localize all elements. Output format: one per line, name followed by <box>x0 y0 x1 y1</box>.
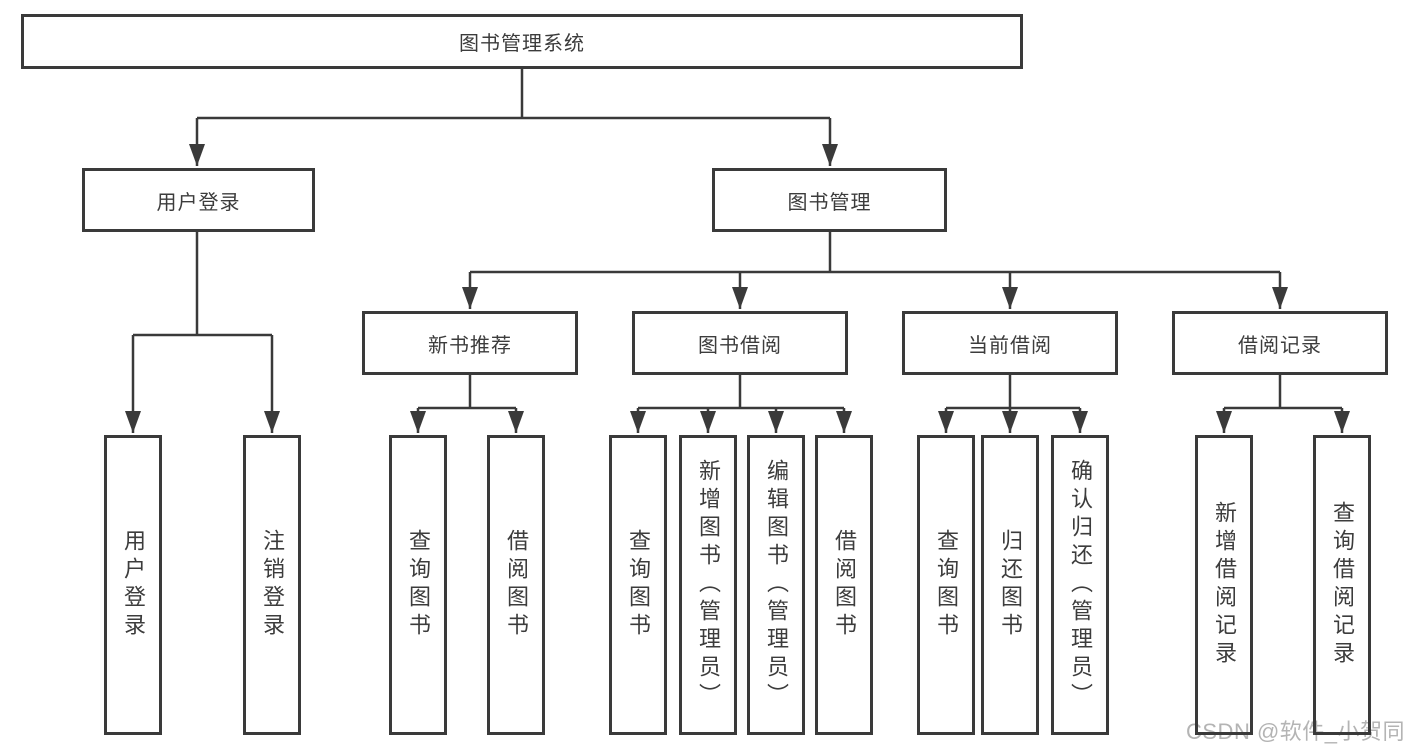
node-label: 查询图书 <box>626 529 651 641</box>
node-label: 查询图书 <box>406 529 431 641</box>
leaf-borrow-books: 借阅图书 <box>815 435 873 735</box>
node-new-book-recommend: 新书推荐 <box>362 311 578 375</box>
node-label: 新书推荐 <box>428 334 512 357</box>
node-label: 新增图书（管理员） <box>696 459 721 711</box>
leaf-query-borrow-record: 查询借阅记录 <box>1313 435 1371 735</box>
leaf-query-books-recommend: 查询图书 <box>389 435 447 735</box>
leaf-edit-books-admin: 编辑图书（管理员） <box>747 435 805 735</box>
node-book-borrowing: 图书借阅 <box>632 311 848 375</box>
csdn-watermark: CSDN @软件_小贺同学 <box>1186 719 1405 744</box>
leaf-user-login: 用户登录 <box>104 435 162 735</box>
node-label: 用户登录 <box>156 191 241 214</box>
node-label: 查询图书 <box>934 529 959 641</box>
node-book-management: 图书管理 <box>712 168 947 232</box>
node-label: 用户登录 <box>121 529 146 641</box>
leaf-add-books-admin: 新增图书（管理员） <box>679 435 737 735</box>
node-current-borrowing: 当前借阅 <box>902 311 1118 375</box>
leaf-query-books-borrow: 查询图书 <box>609 435 667 735</box>
leaf-borrow-books-recommend: 借阅图书 <box>487 435 545 735</box>
node-label: 借阅记录 <box>1238 334 1322 357</box>
node-label: 新增借阅记录 <box>1212 501 1237 669</box>
node-label: 借阅图书 <box>504 529 529 641</box>
node-user-login: 用户登录 <box>82 168 315 232</box>
node-label: 编辑图书（管理员） <box>764 459 789 711</box>
node-label: 当前借阅 <box>968 334 1052 357</box>
leaf-query-books-current: 查询图书 <box>917 435 975 735</box>
node-label: 归还图书 <box>998 529 1023 641</box>
node-label: 注销登录 <box>260 529 285 641</box>
node-label: 确认归还（管理员） <box>1068 459 1093 711</box>
node-label: 查询借阅记录 <box>1330 501 1355 669</box>
node-label: 图书管理系统 <box>459 33 585 55</box>
leaf-logout: 注销登录 <box>243 435 301 735</box>
node-label: 借阅图书 <box>832 529 857 641</box>
node-root-library-system: 图书管理系统 <box>21 14 1023 69</box>
node-label: 图书管理 <box>787 191 872 214</box>
node-label: 图书借阅 <box>698 334 782 357</box>
leaf-confirm-return-admin: 确认归还（管理员） <box>1051 435 1109 735</box>
leaf-add-borrow-record: 新增借阅记录 <box>1195 435 1253 735</box>
node-borrowing-records: 借阅记录 <box>1172 311 1388 375</box>
leaf-return-books: 归还图书 <box>981 435 1039 735</box>
